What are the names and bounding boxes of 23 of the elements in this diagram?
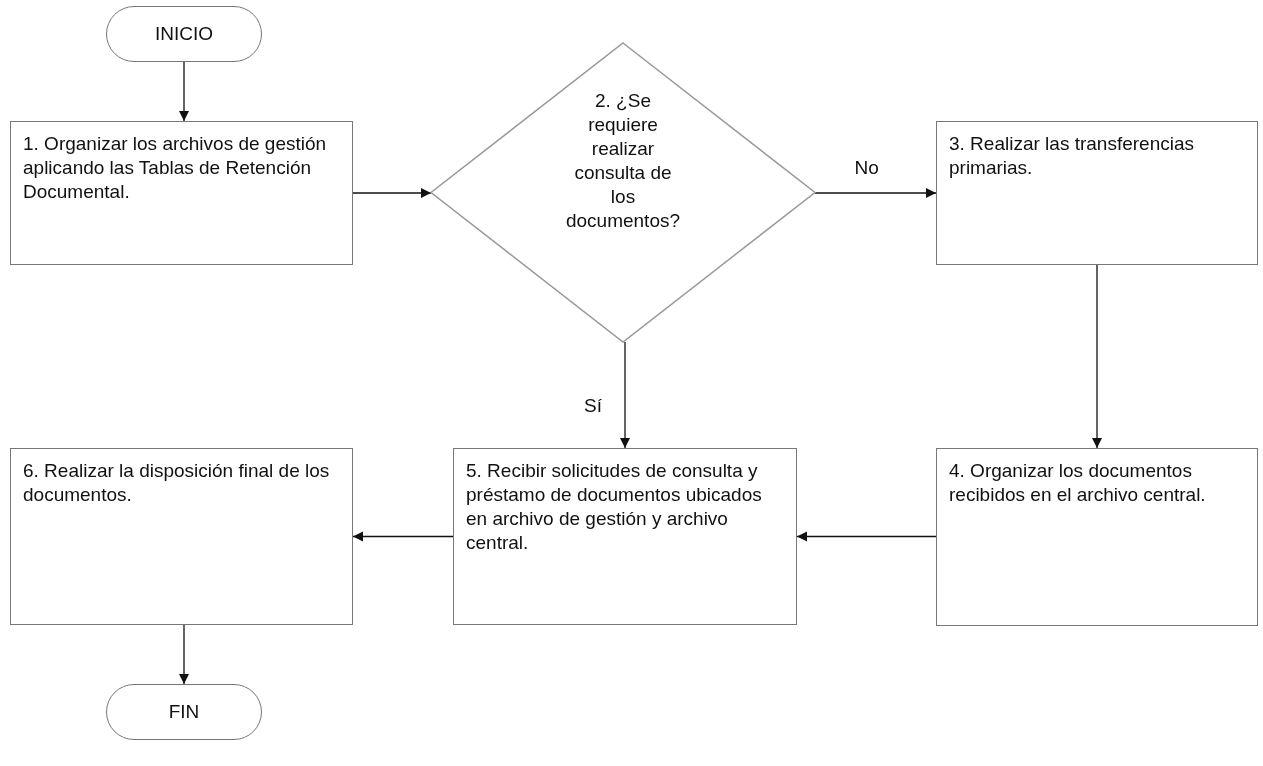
process-box <box>453 448 797 625</box>
process-text: 5. Recibir solicitudes de consulta y préstamo de documentos ubicados en archivo de gestión y archivo central. <box>466 460 762 553</box>
arrow <box>1091 264 1103 449</box>
arrow <box>352 187 432 199</box>
process-text: 3. Realizar las transferencias primarias. <box>949 133 1194 178</box>
decision-text: 2. ¿Se requiere realizar consulta de los documentos? <box>564 89 682 233</box>
process-text: 1. Organizar los archivos de gestión aplicando las Tablas de Retención Documental. <box>23 133 327 202</box>
terminal-shape <box>106 684 262 740</box>
terminal-label: FIN <box>168 700 200 724</box>
process-text: 4. Organizar los documentos recibidos en el archivo central. <box>949 460 1206 505</box>
arrow <box>178 61 190 122</box>
process-box <box>10 448 353 625</box>
process-box <box>936 448 1258 626</box>
process-box <box>10 121 353 265</box>
arrow <box>352 531 454 542</box>
process-box <box>936 121 1258 265</box>
process-text: 6. Realizar la disposición final de los documentos. <box>23 460 330 505</box>
arrow <box>796 531 937 542</box>
arrow <box>814 187 937 199</box>
arrow <box>619 341 631 449</box>
terminal-label: INICIO <box>154 22 214 46</box>
arrow <box>178 624 190 685</box>
terminal-shape <box>106 6 262 62</box>
